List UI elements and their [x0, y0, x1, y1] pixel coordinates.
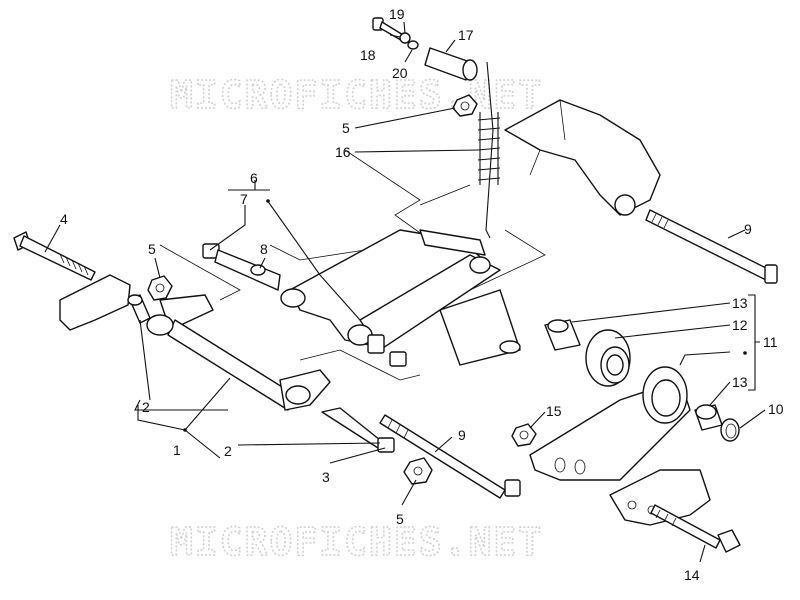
leader-lines [44, 21, 766, 563]
callout-20: 20 [392, 65, 408, 81]
bushing-2-right [321, 407, 395, 453]
bushing-13-right [694, 404, 723, 431]
callout-12: 12 [732, 317, 748, 333]
bushing-7-top [202, 243, 281, 291]
frame-bracket-left [59, 274, 131, 331]
washer-20 [407, 40, 419, 50]
sleeve-17 [424, 47, 478, 81]
callout-15: 15 [546, 403, 562, 419]
callout-labels: 4 5 6 7 8 2 1 2 3 5 9 9 5 16 18 19 20 17… [60, 6, 784, 583]
bushing-13-top [544, 319, 581, 351]
bushing-7-bottom [367, 334, 407, 367]
callout-19: 19 [389, 6, 405, 22]
callout-5-bottom: 5 [396, 511, 404, 527]
callout-18: 18 [360, 47, 376, 63]
nut-5-bottom [403, 457, 433, 485]
callout-11: 11 [763, 334, 778, 350]
callout-2-right: 2 [224, 443, 232, 459]
callout-16: 16 [335, 144, 351, 160]
bearing-12 [585, 329, 631, 387]
callout-13-top: 13 [732, 295, 748, 311]
callout-7: 7 [240, 191, 248, 207]
spacer-tube-6 [439, 289, 521, 366]
callout-9-lower: 9 [458, 427, 466, 443]
callout-8: 8 [260, 241, 268, 257]
callout-5-top: 5 [342, 120, 350, 136]
circlip-10 [720, 418, 740, 442]
callout-13-right: 13 [732, 374, 748, 390]
watermark-top: MICROFICHES.NET [170, 73, 543, 117]
reference-outlines [159, 149, 546, 381]
callout-5-left: 5 [148, 241, 156, 257]
callout-17: 17 [458, 27, 474, 43]
swing-bracket-11 [529, 366, 691, 481]
frame-bracket-top [504, 99, 661, 216]
bushing-2-left [127, 294, 151, 324]
callout-4: 4 [60, 211, 68, 227]
nut-5-left [147, 275, 173, 301]
callout-10: 10 [768, 401, 784, 417]
link-bracket-6 [280, 229, 501, 351]
pin-8 [250, 264, 266, 276]
callout-3: 3 [322, 469, 330, 485]
washer-19 [399, 32, 411, 44]
bolt-9-upper [645, 209, 778, 284]
watermark-bottom: MICROFICHES.NET [170, 520, 543, 564]
callout-9-upper: 9 [744, 221, 752, 237]
spring-16 [477, 61, 501, 239]
bolt-14 [650, 504, 741, 553]
swing-arm-shaft-1 [146, 294, 331, 411]
callout-1: 1 [173, 442, 181, 458]
callout-6: 6 [250, 170, 258, 186]
bolt-4 [13, 231, 96, 281]
nut-15 [511, 423, 537, 447]
callout-14: 14 [684, 567, 700, 583]
callout-2-left: 2 [142, 399, 150, 415]
bolt-9-lower [379, 414, 521, 499]
